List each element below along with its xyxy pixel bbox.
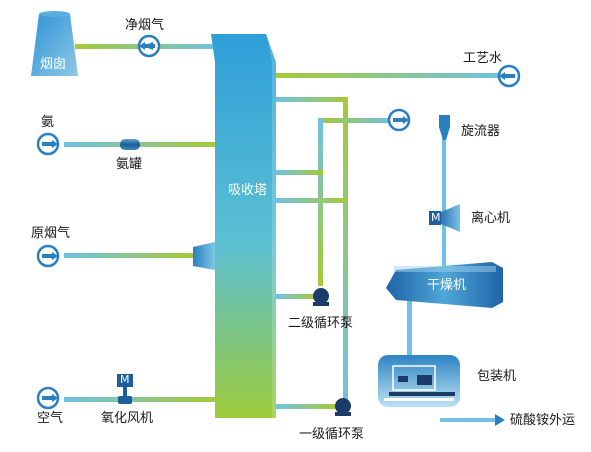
- arrow-process-water: [497, 64, 521, 88]
- secondary-pump: [313, 288, 329, 306]
- tower-highlight: [266, 34, 276, 418]
- arrow-clean-gas: [137, 34, 161, 58]
- label-secondary-pump: 二级循环泵: [288, 316, 354, 331]
- label-air: 空气: [37, 411, 64, 426]
- label-packaging-machine: 包装机: [477, 369, 517, 384]
- pipe-ammonia: [64, 142, 218, 147]
- label-clean-flue-gas: 净烟气: [125, 18, 165, 33]
- raw-gas-inlet-duct: [193, 242, 215, 270]
- label-export: 硫酸铵外运: [510, 413, 576, 428]
- pipe-process-water: [276, 73, 502, 78]
- absorber-tower: [211, 34, 276, 418]
- label-oxidation-fan: 氧化风机: [101, 411, 154, 426]
- arrow-air: [36, 386, 60, 410]
- centrifuge: [429, 204, 460, 232]
- label-chimney: 烟囱: [40, 57, 67, 72]
- pipe-raw-gas: [64, 253, 194, 258]
- pipe-loop-outer-v: [343, 97, 348, 403]
- label-absorber: 吸收塔: [228, 183, 268, 198]
- pipe-air: [64, 397, 218, 402]
- packaging-machine: [378, 355, 460, 407]
- label-fan-motor: M: [120, 373, 130, 386]
- label-ammonia-tank: 氨罐: [116, 157, 143, 172]
- label-centrifuge: 离心机: [471, 211, 511, 226]
- pipes: [64, 44, 502, 422]
- label-centrifuge-motor: M: [431, 211, 441, 224]
- pipe-primary-pump: [276, 404, 336, 409]
- pipe-dryer-down: [407, 300, 412, 355]
- pipe-loop-outer-h: [276, 97, 348, 102]
- arrow-raw-gas: [36, 244, 60, 268]
- pipe-loop-h2: [276, 198, 346, 203]
- label-primary-pump: 一级循环泵: [299, 427, 365, 442]
- arrow-to-cyclone: [387, 108, 411, 132]
- chimney-top: [39, 11, 70, 17]
- label-ammonia: 氨: [41, 115, 55, 130]
- pipe-export: [440, 418, 495, 422]
- label-raw-flue-gas: 原烟气: [31, 226, 71, 241]
- primary-pump: [335, 398, 351, 416]
- label-hydrocyclone: 旋流器: [461, 124, 501, 139]
- oxidation-fan: [117, 374, 133, 404]
- arrow-ammonia: [36, 132, 60, 156]
- ammonia-tank-body: [120, 139, 140, 150]
- hydrocyclone: [439, 115, 450, 140]
- pipe-loop-h1: [276, 170, 323, 175]
- pipe-cyclone-down: [442, 138, 446, 266]
- arrow-export: [495, 414, 505, 426]
- label-dryer: 干燥机: [427, 278, 467, 293]
- dryer: [386, 262, 503, 308]
- pipe-secondary-pump: [276, 294, 316, 299]
- label-process-water: 工艺水: [463, 51, 503, 66]
- chimney-shape: [31, 14, 78, 76]
- pipe-to-cyclone: [320, 118, 390, 123]
